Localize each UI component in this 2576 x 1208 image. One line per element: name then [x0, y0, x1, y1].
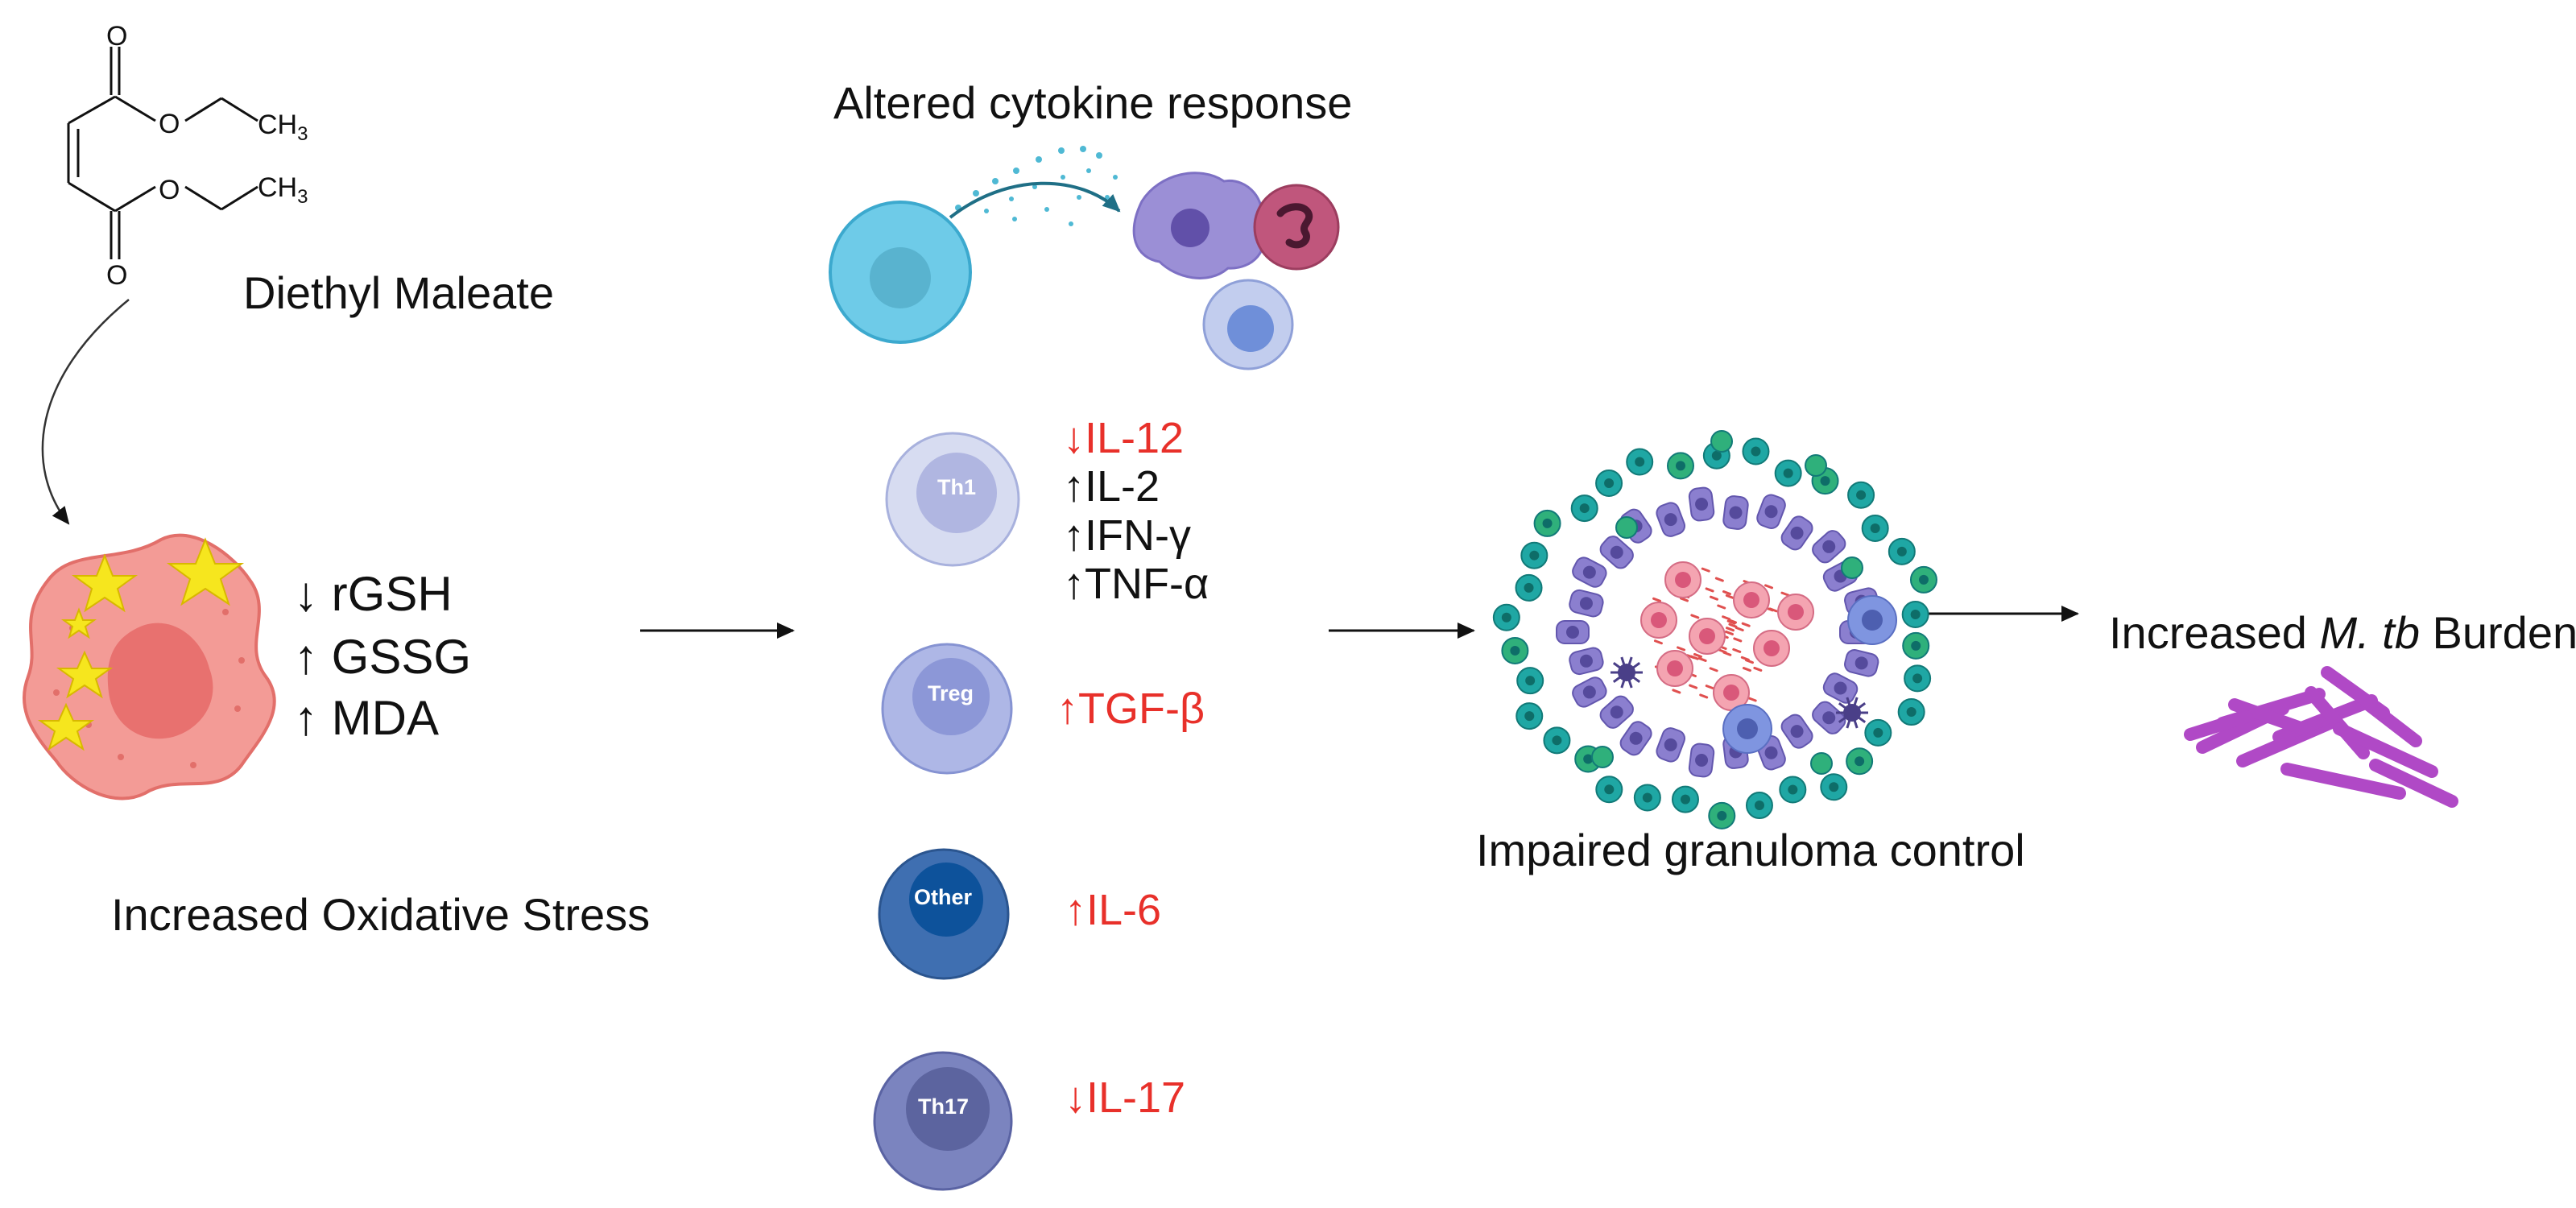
ch3-top-label: CH3: [258, 111, 308, 144]
oxidative-marker-gssg: ↑ GSSG: [294, 633, 471, 681]
oxidative-stress-caption: Increased Oxidative Stress: [111, 892, 650, 937]
target-neutrophil: [1255, 185, 1338, 269]
cytokine-secreting-cell: [830, 202, 970, 342]
ch3-bottom-label: CH3: [258, 174, 308, 207]
treg-label: Treg: [928, 683, 974, 705]
th17-label: Th17: [918, 1096, 969, 1118]
cytokine-particles: [955, 146, 1118, 226]
cytokine-response-title: Altered cytokine response: [833, 81, 1352, 126]
outcome-label: Increased M. tb Burden: [2109, 610, 2576, 656]
oxygen-atom-top: O: [106, 21, 127, 52]
cytokine-tnfa: ↑TNF-α: [1063, 560, 1209, 608]
granuloma: [1494, 431, 1937, 829]
oxygen-atom-ester-top: O: [159, 109, 180, 139]
th1-cell: [887, 433, 1019, 565]
target-lymphocyte: [1204, 280, 1292, 369]
granuloma-caption: Impaired granuloma control: [1476, 828, 2025, 873]
cytokine-ifng: ↑IFN-γ: [1063, 511, 1209, 560]
oxidative-marker-mda: ↑ MDA: [294, 694, 439, 743]
cytokine-tgfb: ↑TGF-β: [1056, 685, 1205, 733]
compound-to-cell-arrow: [43, 300, 129, 523]
cytokine-il6: ↑IL-6: [1065, 886, 1161, 934]
target-macrophage: [1134, 173, 1263, 279]
compound-name: Diethyl Maleate: [243, 271, 554, 316]
other-label: Other: [914, 887, 972, 908]
th1-cytokines: ↓IL-12 ↑IL-2 ↑IFN-γ ↑TNF-α: [1063, 414, 1209, 609]
th1-label: Th1: [937, 477, 976, 499]
other-cell: [879, 850, 1008, 978]
oxygen-atom-bottom: O: [106, 260, 127, 291]
stressed-macrophage: [24, 536, 275, 799]
cytokine-il12: ↓IL-12: [1063, 414, 1209, 462]
treg-cell: [883, 644, 1011, 773]
diethyl-maleate-structure: [68, 47, 258, 259]
mtb-bacilli: [2190, 672, 2452, 801]
th17-cell: [875, 1053, 1011, 1189]
oxidative-marker-rgsh: ↓ rGSH: [294, 570, 453, 618]
cytokine-il2: ↑IL-2: [1063, 462, 1209, 511]
cytokine-il17: ↓IL-17: [1065, 1074, 1185, 1122]
oxygen-atom-ester-bottom: O: [159, 175, 180, 205]
